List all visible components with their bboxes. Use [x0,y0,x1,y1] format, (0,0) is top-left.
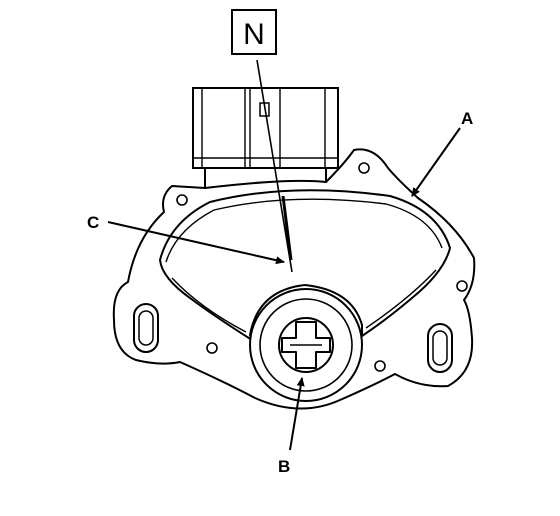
leader-line-a [411,127,461,197]
switch-housing-recess [159,189,451,341]
label-b: B [278,457,290,476]
leader-line-c [107,221,285,265]
neutral-reference-line [256,59,293,273]
shaft-cross-slot [281,321,331,369]
housing-holes [176,162,468,372]
mounting-slot-left [133,303,159,353]
shaft-boss [249,288,363,402]
label-a: A [461,109,473,128]
mounting-slot-right [427,323,453,373]
position-indicator-text: N [243,18,265,51]
label-c: C [87,213,99,232]
position-indicator-box: N [231,9,277,55]
leader-line-b [289,377,305,451]
connector [192,87,339,189]
switch-housing-outer [112,148,476,410]
